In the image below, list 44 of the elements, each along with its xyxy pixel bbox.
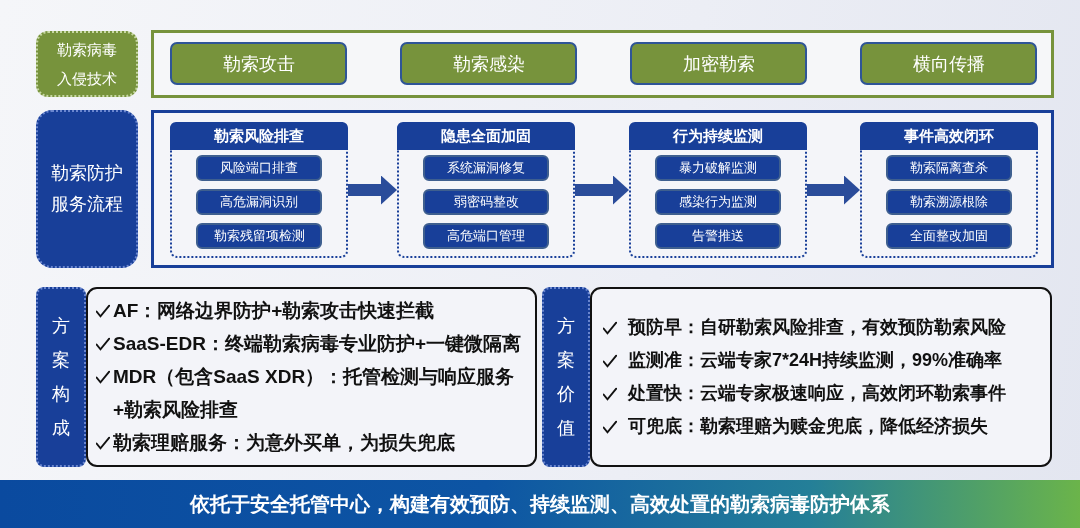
step-box: 勒索隔离查杀 — [886, 155, 1012, 181]
list-text: 可兜底：勒索理赔为赎金兜底，降低经济损失 — [628, 415, 988, 438]
step-box: 弱密码整改 — [423, 189, 549, 215]
step-box: 勒索残留项检测 — [196, 223, 322, 249]
section-label: 方案价值 — [542, 287, 590, 467]
list-text: 处置快：云端专家极速响应，高效闭环勒索事件 — [628, 382, 1006, 405]
list-text: MDR（包含SaaS XDR）：托管检测与响应服务+勒索风险排查 — [113, 365, 516, 422]
section-label: 勒索病毒入侵技术 — [36, 31, 138, 97]
step-box: 风险端口排查 — [196, 155, 322, 181]
stage-panel — [629, 122, 807, 258]
arrow — [575, 175, 629, 205]
technique-box: 加密勒索 — [630, 42, 807, 85]
technique-box: 勒索攻击 — [170, 42, 347, 85]
section-label: 勒索防护服务流程 — [36, 110, 138, 268]
step-box: 暴力破解监测 — [655, 155, 781, 181]
step-box: 高危端口管理 — [423, 223, 549, 249]
technique-box: 横向传播 — [860, 42, 1037, 85]
stage-panel — [860, 122, 1038, 258]
arrow — [807, 175, 860, 205]
list-text: 勒索理赔服务：为意外买单，为损失兜底 — [113, 431, 455, 455]
stage-header: 勒索风险排查 — [170, 122, 348, 150]
step-box: 勒索溯源根除 — [886, 189, 1012, 215]
list-text: 监测准：云端专家7*24H持续监测，99%准确率 — [628, 349, 1003, 372]
stage-header: 隐患全面加固 — [397, 122, 575, 150]
step-box: 系统漏洞修复 — [423, 155, 549, 181]
stage-header: 行为持续监测 — [629, 122, 807, 150]
list-text: 预防早：自研勒索风险排查，有效预防勒索风险 — [628, 316, 1006, 339]
stage-panel — [170, 122, 348, 258]
step-box: 感染行为监测 — [655, 189, 781, 215]
stage-header: 事件高效闭环 — [860, 122, 1038, 150]
arrow — [348, 175, 397, 205]
section-frame — [151, 30, 1054, 98]
step-box: 全面整改加固 — [886, 223, 1012, 249]
list-text: SaaS-EDR：终端勒索病毒专业防护+一键微隔离 — [113, 332, 522, 356]
section-label: 方案构成 — [36, 287, 86, 467]
stage-panel — [397, 122, 575, 258]
footer-banner: 依托于安全托管中心，构建有效预防、持续监测、高效处置的勒索病毒防护体系 — [0, 480, 1080, 528]
technique-box: 勒索感染 — [400, 42, 577, 85]
step-box: 告警推送 — [655, 223, 781, 249]
step-box: 高危漏洞识别 — [196, 189, 322, 215]
list-text: AF：网络边界防护+勒索攻击快速拦截 — [113, 299, 435, 323]
section-frame — [151, 110, 1054, 268]
list-panel — [590, 287, 1052, 467]
list-panel — [86, 287, 537, 467]
